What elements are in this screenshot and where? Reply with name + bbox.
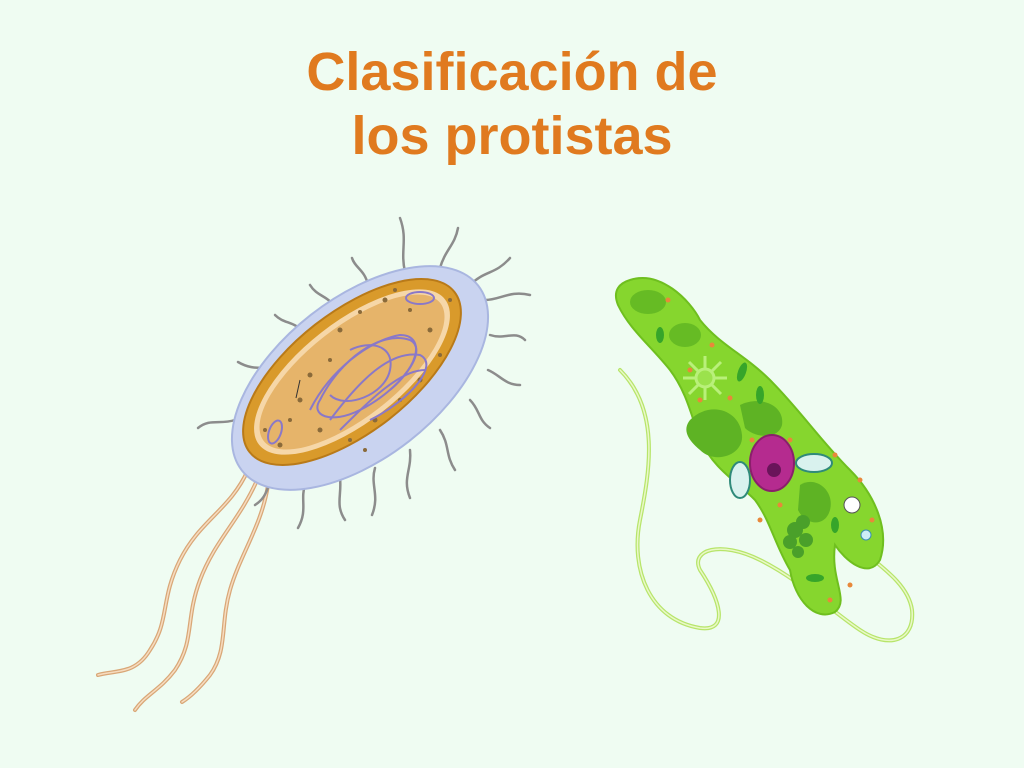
euglena-illustration bbox=[614, 277, 915, 643]
slide-title: Clasificación de los protistas bbox=[0, 40, 1024, 168]
title-line-1: Clasificación de bbox=[306, 42, 718, 102]
title-line-2: los protistas bbox=[351, 106, 673, 166]
bacterium-illustration bbox=[96, 216, 532, 712]
